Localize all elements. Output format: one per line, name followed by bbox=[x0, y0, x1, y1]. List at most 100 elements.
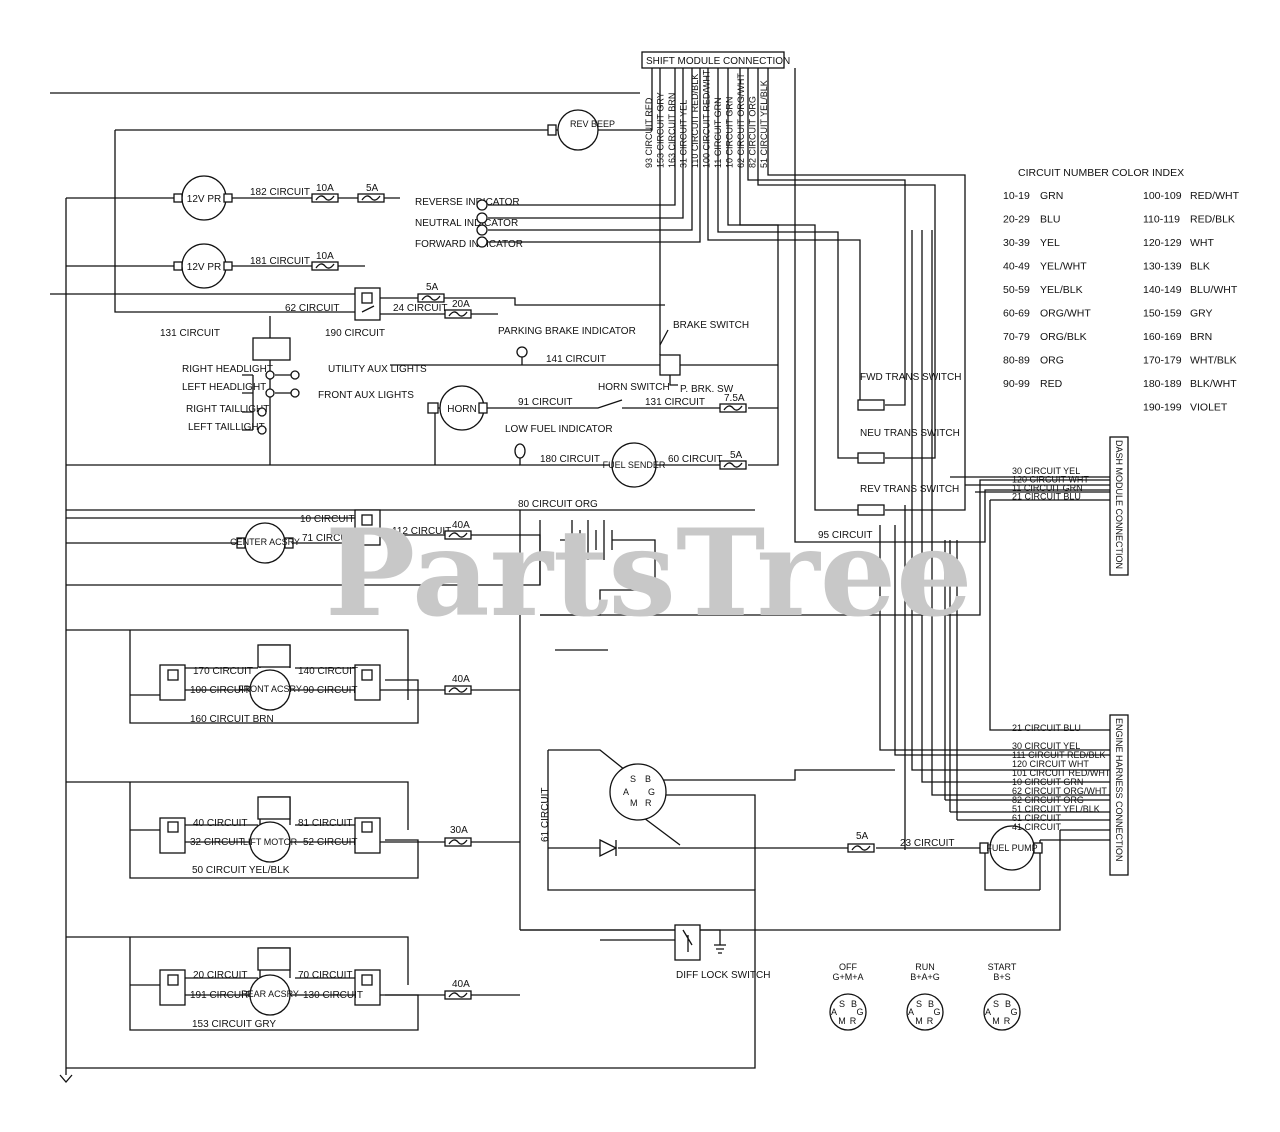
key-position-name: RUN bbox=[915, 962, 935, 972]
fuse-5a-2: 5A bbox=[426, 282, 439, 293]
engine-pin-label: 30 CIRCUIT YEL bbox=[1012, 741, 1080, 751]
ignition-switch: S B A G M R 61 CIRCUIT bbox=[540, 763, 667, 842]
fuse-20a: 20A bbox=[452, 299, 470, 310]
label-32-circuit: 32 CIRCUIT bbox=[190, 837, 244, 848]
fuse-5a-4: 5A bbox=[856, 831, 869, 842]
label-40-circuit: 40 CIRCUIT bbox=[193, 818, 247, 829]
horn-switch-label: HORN SWITCH bbox=[598, 382, 670, 393]
label-10-circuit: 10 CIRCUIT bbox=[300, 514, 354, 525]
color-index-color: YEL/WHT bbox=[1040, 261, 1087, 273]
right-headlight-label: RIGHT HEADLIGHT bbox=[182, 364, 273, 375]
lift-motor-block: LIFT MOTOR 40 CIRCUIT 81 CIRCUIT 32 CIRC… bbox=[159, 796, 381, 876]
p-brk-sw-label: P. BRK. SW bbox=[680, 384, 734, 395]
fuse-labels: 10A 5A 10A 5A 20A 7.5A 5A 40A 40A 30A 40… bbox=[316, 183, 869, 990]
color-index-range: 180-189 bbox=[1143, 378, 1182, 390]
key-switch-letter: G bbox=[856, 1007, 863, 1017]
color-index-color: ORG bbox=[1040, 355, 1064, 367]
label-91-circuit: 91 CIRCUIT bbox=[518, 397, 572, 408]
shift-pin-label: 93 CIRCUIT RED bbox=[644, 97, 654, 168]
key-switch-letter: S bbox=[916, 999, 922, 1009]
label-50-circuit: 50 CIRCUIT YEL/BLK bbox=[192, 865, 290, 876]
label-90-circuit: 90 CIRCUIT bbox=[303, 685, 357, 696]
wiring-lines bbox=[50, 68, 1110, 1083]
color-index-color: BLK bbox=[1190, 261, 1210, 273]
color-index-color: ORG/WHT bbox=[1040, 308, 1091, 320]
rev-beep: REV BEEP bbox=[547, 109, 615, 151]
color-index-color: GRN bbox=[1040, 190, 1063, 202]
fuel-pump: FUEL PUMP bbox=[979, 825, 1043, 871]
color-index-color: RED bbox=[1040, 378, 1063, 390]
label-20-circuit: 20 CIRCUIT bbox=[193, 970, 247, 981]
watermark: PartsTree bbox=[325, 503, 972, 644]
utility-aux-lights-label: UTILITY AUX LIGHTS bbox=[328, 364, 427, 375]
ign-b: B bbox=[645, 774, 651, 784]
engine-pin-label: 21 CIRCUIT BLU bbox=[1012, 723, 1081, 733]
fuse-element bbox=[448, 532, 468, 538]
fuse-element bbox=[723, 405, 743, 411]
color-index-range: 10-19 bbox=[1003, 190, 1030, 202]
shift-pin-label: 100 CIRCUIT RED/WHT bbox=[702, 69, 712, 168]
color-index-range: 100-109 bbox=[1143, 190, 1182, 202]
center-accessory: CENTER ACSRY bbox=[230, 509, 381, 564]
key-position-name: START bbox=[988, 962, 1017, 972]
engine-harness-connector: ENGINE HARNESS CONNECTION 21 CIRCUIT BLU… bbox=[1012, 714, 1129, 876]
aux-relay bbox=[354, 287, 381, 321]
rev-trans-switch-label: REV TRANS SWITCH bbox=[860, 484, 959, 495]
color-index-color: YEL bbox=[1040, 237, 1060, 249]
key-switch-letter: G bbox=[933, 1007, 940, 1017]
shift-module-title: SHIFT MODULE CONNECTION bbox=[646, 56, 790, 67]
engine-pin-label: 82 CIRCUIT ORG bbox=[1012, 795, 1084, 805]
ign-a: A bbox=[623, 787, 629, 797]
trans-switches: FWD TRANS SWITCH NEU TRANS SWITCH REV TR… bbox=[857, 372, 961, 516]
key-position-code: G+M+A bbox=[832, 972, 863, 982]
shift-pin-label: 11 CIRCUIT GRN bbox=[713, 97, 723, 168]
color-index-range: 160-169 bbox=[1143, 331, 1182, 343]
key-switch-letter: M bbox=[838, 1016, 846, 1026]
fuse-10a-1: 10A bbox=[316, 183, 334, 194]
shift-pin-label: 163 CIRCUIT BRN bbox=[667, 93, 677, 168]
engine-pin-label: 62 CIRCUIT ORG/WHT bbox=[1012, 786, 1107, 796]
label-182-circuit: 182 CIRCUIT bbox=[250, 187, 310, 198]
shift-pin-label: 51 CIRCUIT YEL/BLK bbox=[759, 80, 769, 168]
label-81-circuit: 81 CIRCUIT bbox=[298, 818, 352, 829]
color-index-color: ORG/BLK bbox=[1040, 331, 1087, 343]
engine-pin-label: 41 CIRCUIT bbox=[1012, 822, 1062, 832]
neutral-indicator-label: NEUTRAL INDICATOR bbox=[415, 218, 518, 229]
fuse-element bbox=[315, 195, 335, 201]
label-180-circuit: 180 CIRCUIT bbox=[540, 454, 600, 465]
rear-acsry-label: REAR ACSRY bbox=[241, 989, 299, 999]
key-position-code: B+S bbox=[993, 972, 1010, 982]
dash-pin-label: 21 CIRCUIT BLU bbox=[1012, 492, 1081, 502]
shift-pin-label: 31 CIRCUIT YEL bbox=[679, 100, 689, 168]
front-aux-lights-label: FRONT AUX LIGHTS bbox=[318, 390, 414, 401]
label-52-circuit: 52 CIRCUIT bbox=[303, 837, 357, 848]
ign-g: G bbox=[648, 787, 655, 797]
fuse-40a-2: 40A bbox=[452, 674, 470, 685]
dash-pin-label: 30 CIRCUIT YEL bbox=[1012, 466, 1080, 476]
diff-lock-switch: DIFF LOCK SWITCH bbox=[674, 924, 770, 981]
fuse-5a-1: 5A bbox=[366, 183, 379, 194]
key-switch-letter: B bbox=[851, 999, 857, 1009]
rear-accessory-block: REAR ACSRY 20 CIRCUIT 70 CIRCUIT 191 CIR… bbox=[159, 947, 381, 1030]
color-index-color: BLU bbox=[1040, 214, 1060, 226]
diode bbox=[599, 838, 618, 858]
fuse-element bbox=[851, 845, 871, 851]
left-taillight-label: LEFT TAILLIGHT bbox=[188, 422, 265, 433]
power-receptacle-2: 12V PR bbox=[173, 243, 233, 289]
pwr1-label: 12V PR bbox=[187, 194, 221, 205]
dash-module-title: DASH MODULE CONNECTION bbox=[1114, 440, 1124, 569]
label-153-circuit: 153 CIRCUIT GRY bbox=[192, 1019, 276, 1030]
dash-module-connector: DASH MODULE CONNECTION 30 CIRCUIT YEL120… bbox=[1012, 436, 1129, 576]
power-receptacle-1: 12V PR bbox=[173, 175, 233, 221]
color-index-range: 60-69 bbox=[1003, 308, 1030, 320]
battery bbox=[571, 520, 613, 560]
low-fuel-label: LOW FUEL INDICATOR bbox=[505, 424, 613, 435]
key-switch-letter: B bbox=[1005, 999, 1011, 1009]
color-index-range: 80-89 bbox=[1003, 355, 1030, 367]
